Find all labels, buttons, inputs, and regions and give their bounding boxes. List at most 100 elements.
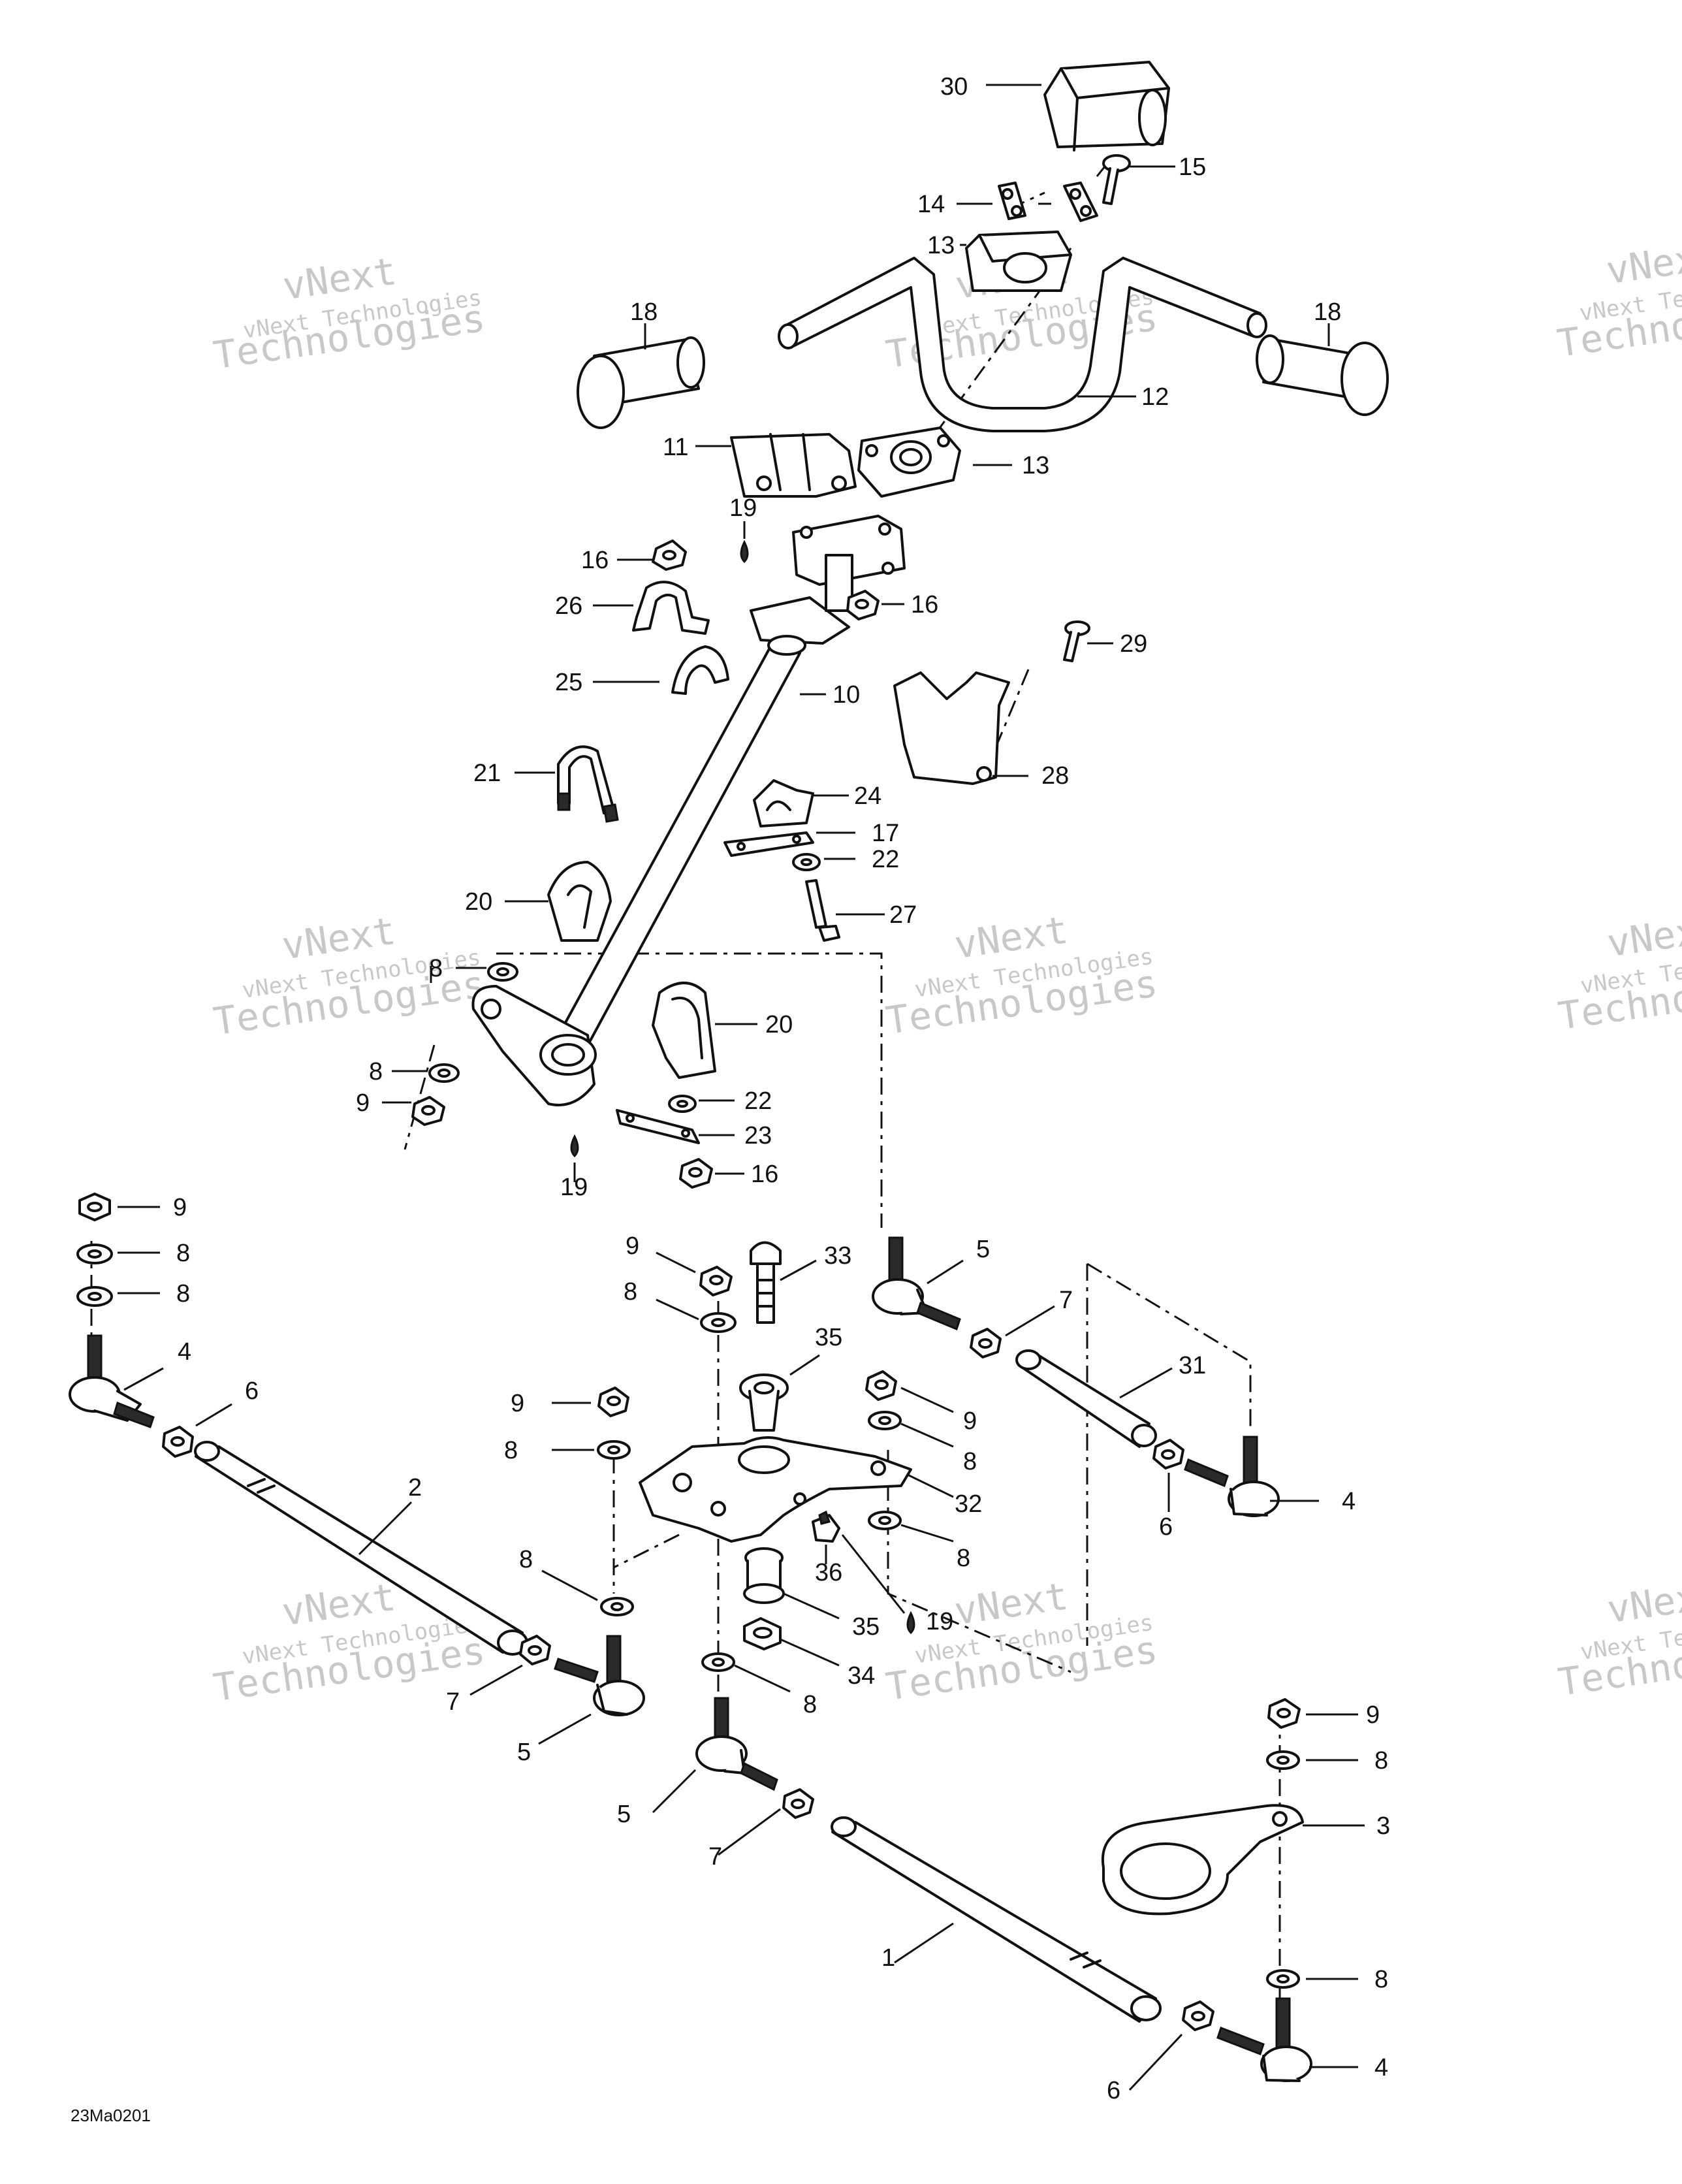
washer — [428, 1063, 460, 1083]
bushing — [743, 1547, 785, 1604]
washer — [700, 1312, 737, 1333]
callout-9: 9 — [356, 1089, 370, 1117]
tie-rod-end — [69, 1334, 155, 1428]
bolt — [805, 879, 840, 942]
nut — [652, 539, 687, 571]
callout-8: 8 — [504, 1437, 518, 1464]
svg-text:vNext: vNext — [1604, 1572, 1682, 1632]
washer — [668, 1095, 697, 1113]
callout-8: 8 — [963, 1448, 977, 1475]
u-bolt — [557, 745, 619, 823]
callout-23: 23 — [744, 1122, 772, 1149]
nut — [411, 1096, 445, 1126]
watermark: vNext Technologies vNext Technologies — [211, 908, 488, 1044]
drawing-code: 23Ma0201 — [71, 2106, 151, 2125]
mounting-bracket — [730, 433, 857, 498]
handlebar-screw — [1102, 154, 1131, 205]
tie-rod-end — [872, 1236, 961, 1331]
washer — [487, 962, 518, 982]
callout-8: 8 — [176, 1240, 190, 1267]
callout-8: 8 — [429, 955, 443, 982]
callout-25: 25 — [555, 669, 582, 696]
callout-20: 20 — [465, 888, 492, 916]
bushing-half — [671, 645, 729, 695]
grease-drop — [740, 539, 749, 564]
tie-rod-2 — [194, 1441, 528, 1656]
tube — [1015, 1349, 1157, 1448]
callout-9: 9 — [963, 1407, 977, 1435]
callout-9: 9 — [173, 1194, 187, 1221]
tie-rod-1 — [831, 1816, 1162, 2023]
grease-fitting — [812, 1510, 840, 1543]
tie-rod-end — [1184, 1436, 1280, 1517]
callout-9: 9 — [511, 1390, 524, 1417]
callout-6: 6 — [1107, 2077, 1120, 2104]
bushing-block — [547, 861, 612, 942]
callout-6: 6 — [245, 1377, 259, 1405]
callout-27: 27 — [889, 901, 917, 929]
left-tie-rod-hardware — [76, 1193, 113, 1307]
leader-lines — [118, 84, 1365, 2091]
grip-right — [1256, 334, 1389, 416]
bushing-block — [652, 982, 716, 1079]
bracket — [753, 779, 814, 827]
callout-8: 8 — [957, 1545, 970, 1572]
callout-16: 16 — [751, 1161, 778, 1188]
nut — [679, 1158, 713, 1189]
callout-28: 28 — [1041, 762, 1069, 790]
callout-7: 7 — [708, 1843, 722, 1871]
washer — [868, 1511, 902, 1530]
callout-34: 34 — [848, 1662, 875, 1690]
callout-32: 32 — [955, 1490, 982, 1518]
tie-rod-end — [554, 1635, 645, 1716]
tie-rod-end — [695, 1697, 778, 1791]
callout-8: 8 — [803, 1691, 817, 1718]
nut — [743, 1617, 782, 1650]
washer — [792, 853, 821, 871]
callout-24: 24 — [854, 782, 881, 810]
callout-5: 5 — [517, 1739, 531, 1766]
watermark: vNext Technologies vNext Technologies — [883, 908, 1160, 1043]
callout-35: 35 — [852, 1613, 880, 1641]
nut — [1267, 1698, 1301, 1729]
callout-8: 8 — [519, 1546, 533, 1573]
callout-36: 36 — [815, 1559, 842, 1586]
callout-19: 19 — [926, 1608, 953, 1635]
nut — [162, 1426, 194, 1458]
nut — [699, 1266, 733, 1296]
callout-13: 13 — [1022, 452, 1049, 479]
callout-10: 10 — [833, 681, 860, 709]
steering-column — [471, 515, 906, 1106]
callout-29: 29 — [1120, 630, 1147, 658]
nut — [865, 1370, 897, 1401]
watermark: vNext Technologies vNext Technologies — [883, 1574, 1160, 1709]
upper-clamp — [965, 231, 1072, 292]
callout-21: 21 — [473, 760, 501, 787]
grease-drop — [906, 1611, 915, 1635]
callout-8: 8 — [1374, 1966, 1388, 1993]
callout-8: 8 — [1374, 1747, 1388, 1774]
callout-8: 8 — [176, 1280, 190, 1308]
callout-8: 8 — [369, 1058, 383, 1085]
callout-5: 5 — [976, 1236, 990, 1263]
callout-4: 4 — [1374, 2054, 1388, 2081]
callout-14: 14 — [917, 191, 945, 218]
nut — [1182, 2000, 1214, 2031]
steering-arm — [1101, 1804, 1304, 1916]
washer — [868, 1411, 902, 1430]
callout-22: 22 — [744, 1087, 772, 1115]
center-arm — [639, 1436, 912, 1543]
handlebar — [778, 257, 1267, 432]
callout-33: 33 — [824, 1242, 851, 1270]
callout-11: 11 — [663, 434, 688, 461]
callout-18: 18 — [630, 298, 658, 326]
callout-20: 20 — [765, 1011, 793, 1038]
bushing — [739, 1373, 789, 1432]
callout-19: 19 — [729, 494, 757, 522]
u-clamp — [632, 581, 710, 635]
washer — [1266, 1969, 1300, 1989]
grease-drop — [570, 1134, 579, 1158]
nut — [782, 1788, 814, 1819]
callout-16: 16 — [581, 547, 609, 574]
